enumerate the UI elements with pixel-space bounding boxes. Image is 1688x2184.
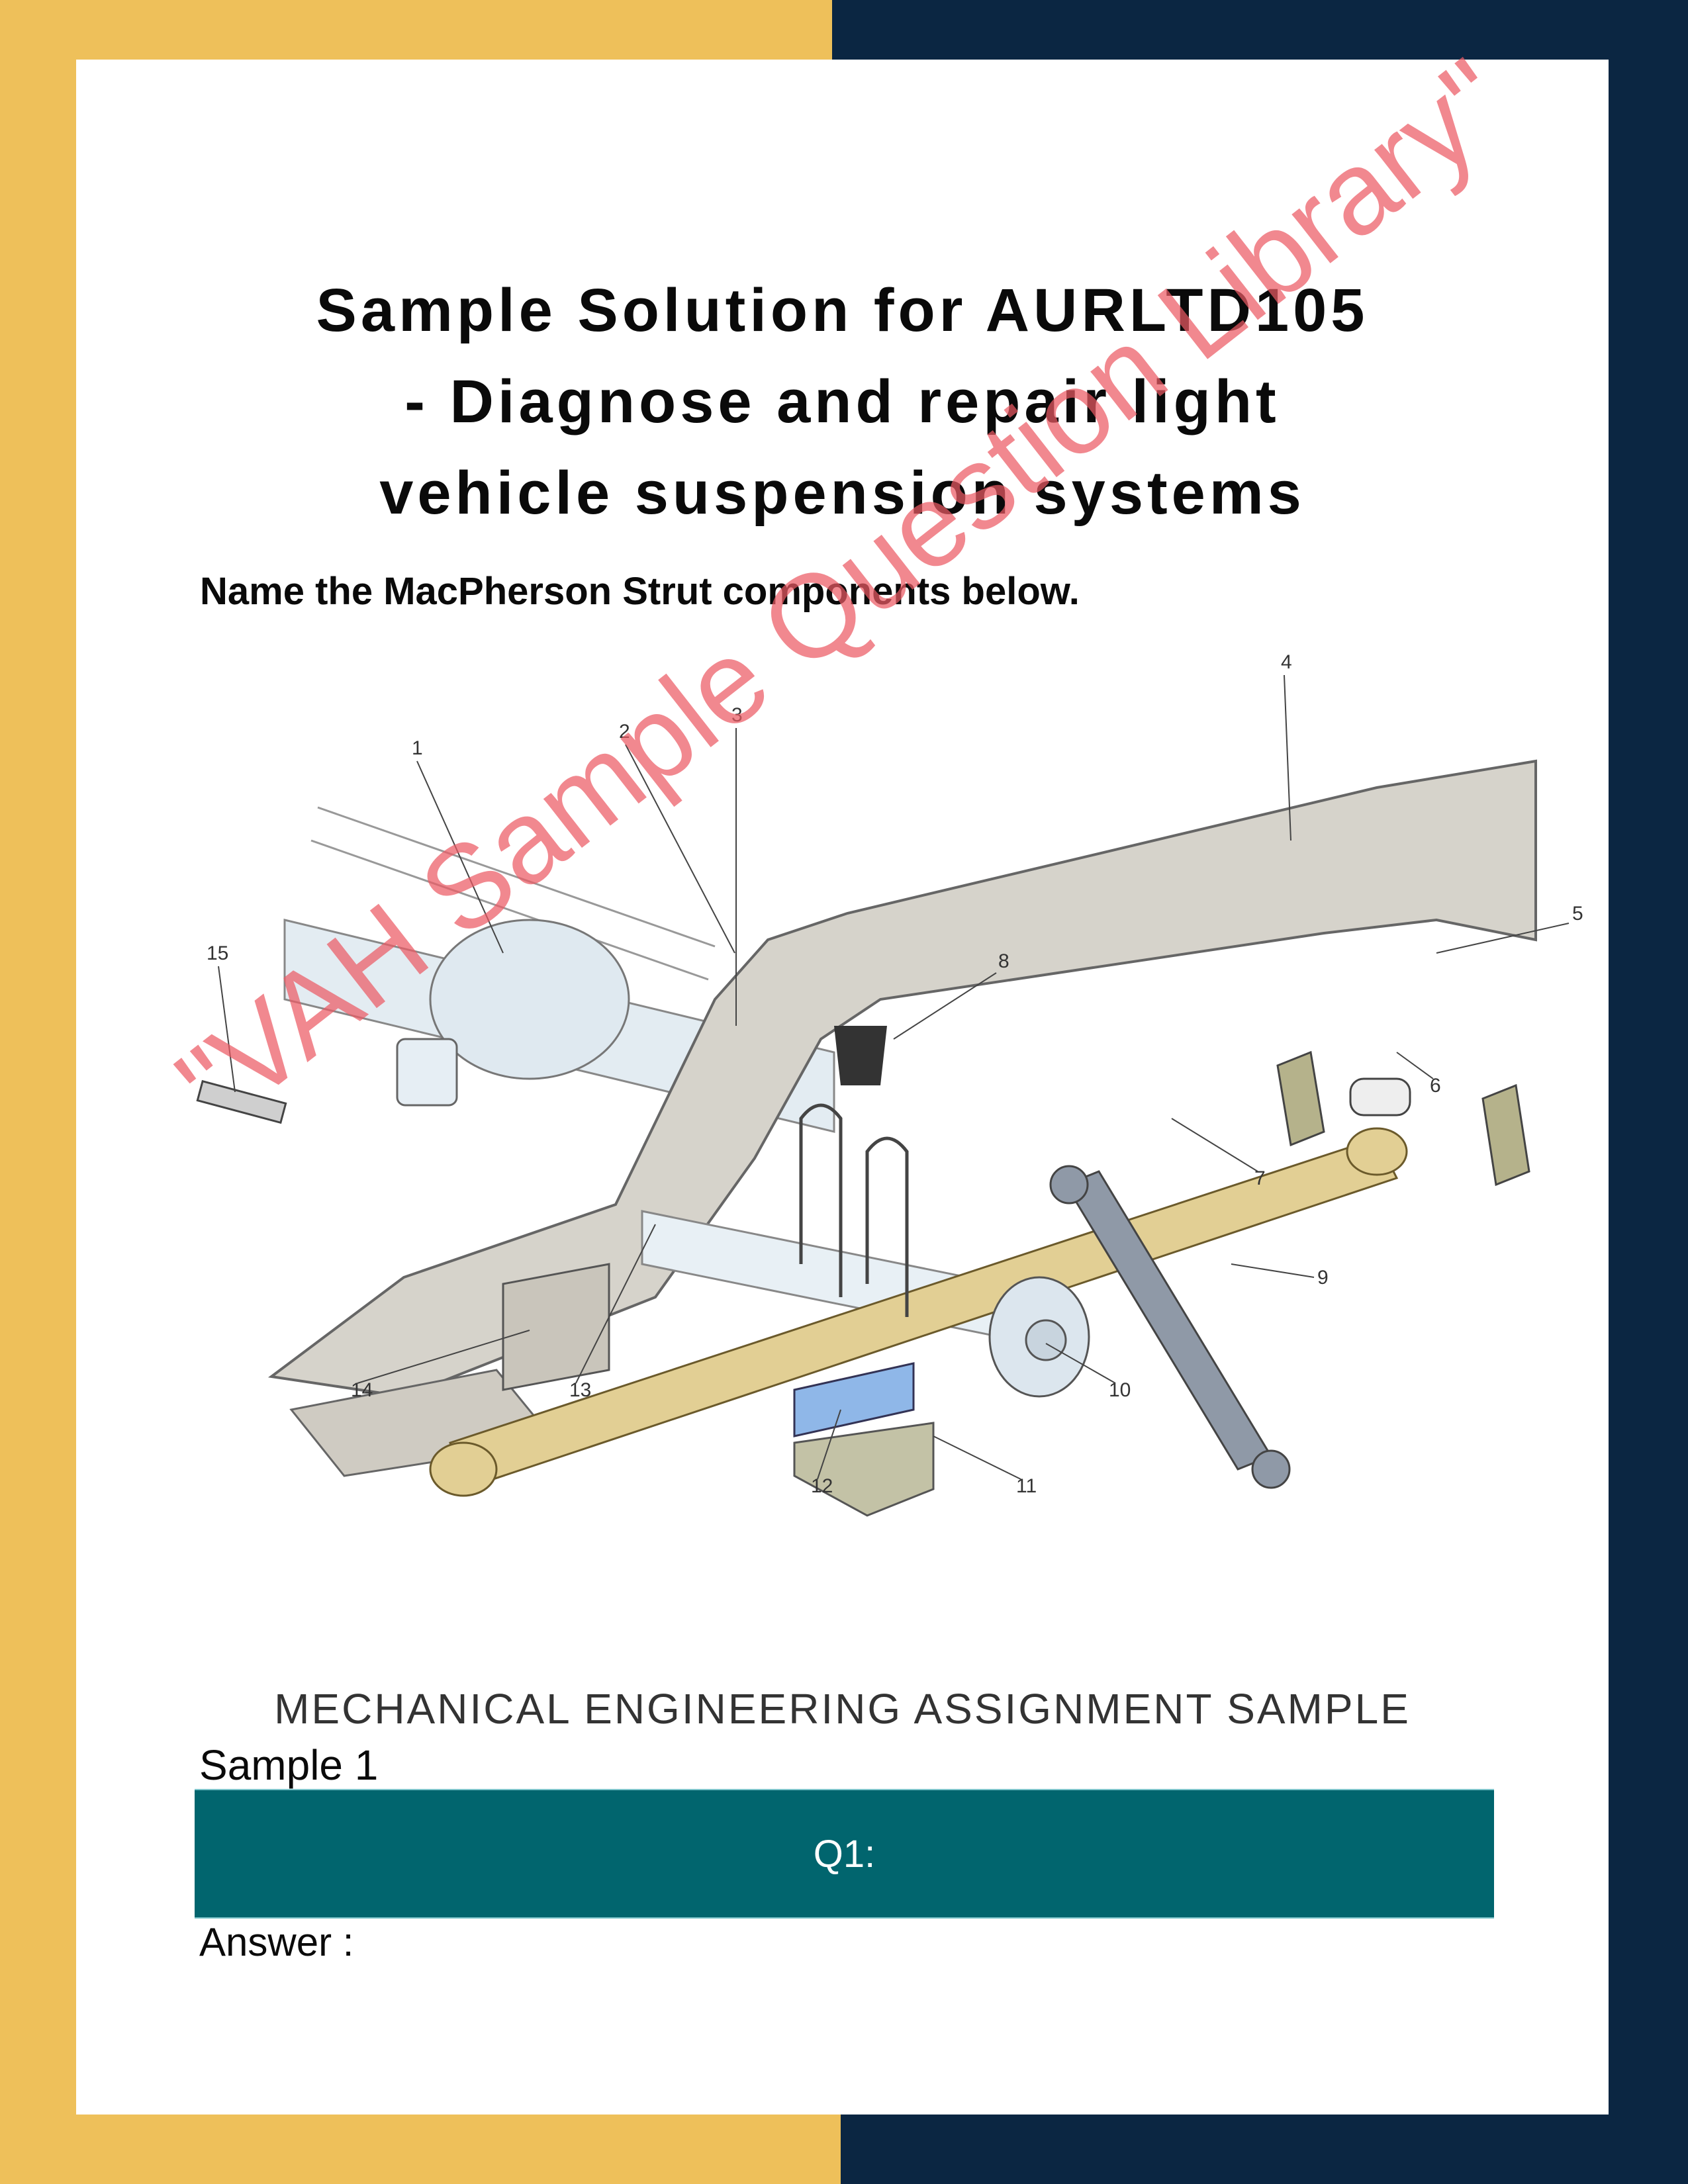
decorative-band-right — [1609, 0, 1688, 2184]
question-label: Q1: — [813, 1832, 876, 1876]
svg-text:6: 6 — [1430, 1075, 1441, 1097]
suspension-diagram-graphic: 1 2 3 4 5 6 7 8 9 10 11 12 13 14 15 — [196, 651, 1583, 1517]
page-title: Sample Solution for AURLTD105 - Diagnose… — [76, 265, 1609, 539]
svg-text:13: 13 — [569, 1379, 591, 1401]
title-line-3: vehicle suspension systems — [379, 459, 1305, 527]
svg-text:1: 1 — [412, 737, 423, 759]
question-bar: Q1: — [195, 1789, 1494, 1919]
svg-text:5: 5 — [1572, 903, 1583, 925]
svg-text:3: 3 — [731, 704, 743, 726]
svg-text:9: 9 — [1317, 1267, 1329, 1289]
title-line-1: Sample Solution for AURLTD105 — [316, 277, 1369, 344]
svg-text:10: 10 — [1109, 1379, 1131, 1401]
svg-text:2: 2 — [619, 721, 630, 743]
title-line-2: - Diagnose and repair light — [404, 368, 1280, 435]
suspension-diagram: 1 2 3 4 5 6 7 8 9 10 11 12 13 14 15 — [185, 629, 1595, 1569]
page-card: Sample Solution for AURLTD105 - Diagnose… — [76, 60, 1609, 2115]
svg-text:12: 12 — [811, 1475, 833, 1497]
subject-heading: MECHANICAL ENGINEERING ASSIGNMENT SAMPLE — [274, 1685, 1411, 1733]
answer-label: Answer : — [199, 1920, 354, 1964]
svg-text:4: 4 — [1281, 651, 1292, 673]
decorative-band-bottom-right — [841, 2115, 1688, 2184]
svg-text:15: 15 — [207, 942, 228, 964]
svg-text:14: 14 — [351, 1379, 373, 1401]
question-prompt: Name the MacPherson Strut components bel… — [200, 570, 1080, 613]
svg-text:7: 7 — [1254, 1167, 1266, 1189]
decorative-band-bottom-left — [0, 2115, 841, 2184]
decorative-band-left — [0, 0, 76, 2184]
sample-label: Sample 1 — [199, 1741, 379, 1789]
svg-text:8: 8 — [998, 950, 1009, 972]
